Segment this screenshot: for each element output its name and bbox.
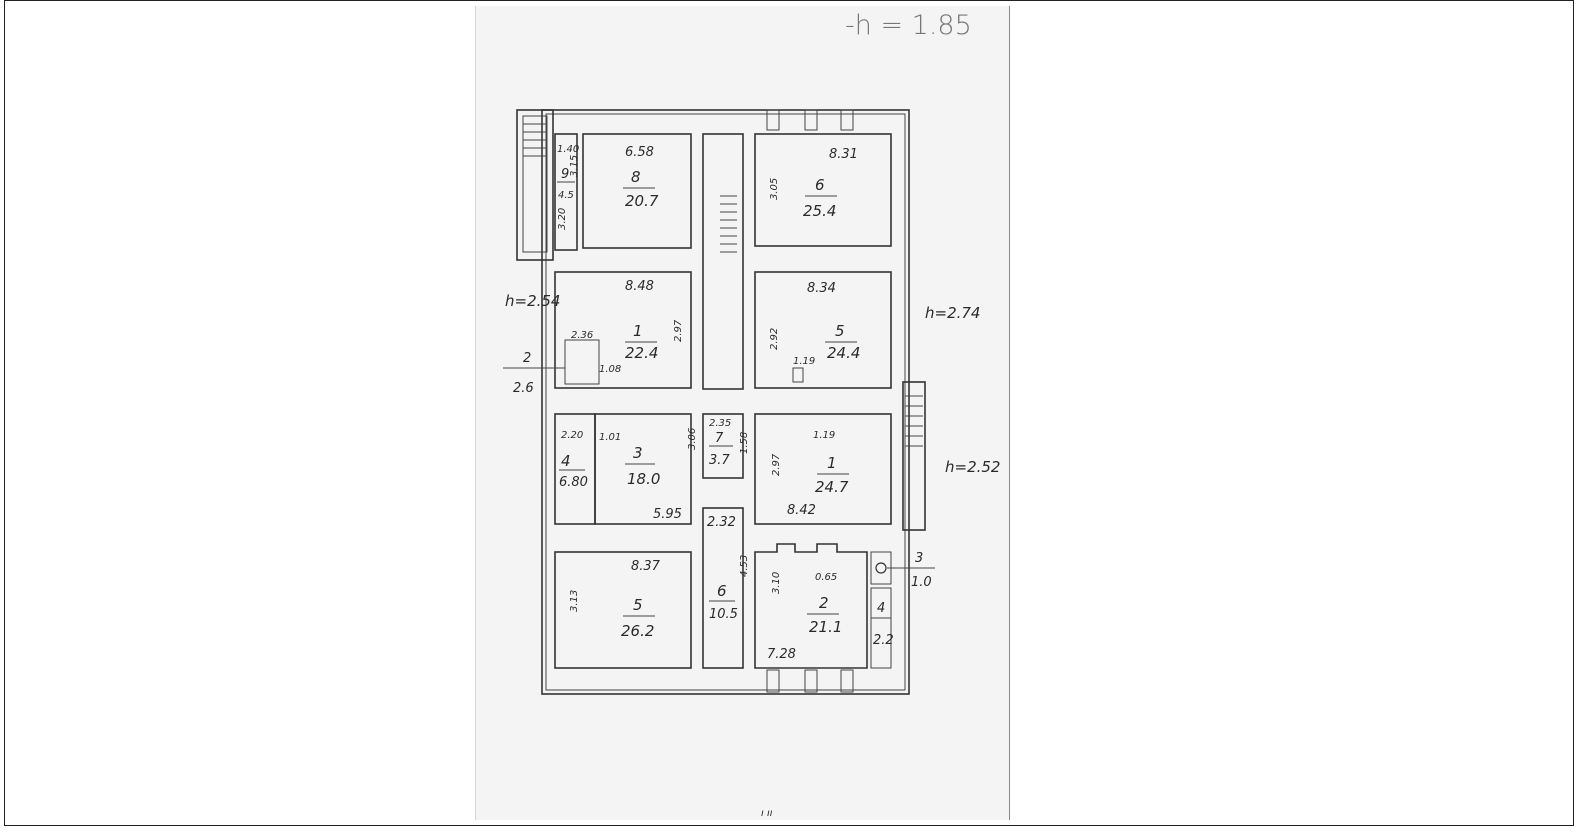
room-7c-dim-top: 2.35 [709, 418, 731, 429]
small-dim-236: 2.36 [571, 330, 593, 341]
room-5l-dim-side: 3.13 [569, 590, 580, 612]
room-1-left: 8.48 1 22.4 2.97 2.36 1.08 [554, 271, 692, 389]
room-5-right: 8.34 5 24.4 2.92 1.19 [754, 271, 892, 389]
room-6r-area: 25.4 [803, 202, 836, 220]
room-9-dim-top: 1.40 [557, 144, 579, 155]
room-3l-dim-side: 3.06 [687, 428, 698, 450]
room-3r-number: 3 [915, 551, 923, 566]
room-1l-area: 22.4 [625, 344, 658, 362]
room-2r-number: 2 [819, 594, 829, 612]
room-6-center: 2.32 6 10.5 4.53 [702, 507, 750, 669]
room-1r-dim-side: 2.97 [771, 453, 782, 476]
height-left: h=2.54 [505, 292, 560, 310]
room-5-left: 8.37 5 26.2 3.13 [554, 551, 692, 669]
room-7c-area: 3.7 [709, 453, 730, 468]
room-1r-dim-bottom: 8.42 [787, 503, 816, 518]
room-3l-dim-bottom: 5.95 [653, 507, 682, 522]
room-1-right: 1.19 1 24.7 8.42 2.97 [754, 413, 892, 525]
header-height-label: -h = 1.85 [845, 10, 972, 41]
room-6c-dim-top: 2.32 [707, 515, 736, 530]
room-4r-area: 2.2 [873, 633, 894, 648]
room-3l-area: 18.0 [627, 470, 660, 488]
room-4-left: 2.20 4 6.80 [554, 413, 596, 525]
small-dim-101: 1.01 [599, 432, 621, 443]
small-dim-119a: 1.19 [793, 356, 815, 367]
room-2-right: 0.65 2 21.1 7.28 3.10 [754, 543, 868, 669]
room-5r-dim-side: 2.92 [769, 328, 780, 350]
room-3l-number: 3 [633, 444, 643, 462]
room-2r-dim-side: 3.10 [771, 572, 782, 594]
room-2l-area: 2.6 [513, 381, 534, 396]
window-marks [766, 109, 854, 693]
room-6r-dim-side: 3.05 [769, 178, 780, 200]
room-4l-number: 4 [561, 452, 571, 470]
small-dim-108: 1.08 [599, 364, 621, 375]
room-7c-dim-side: 1.58 [739, 432, 750, 454]
small-dim-119b: 1.19 [813, 430, 835, 441]
room-8-area: 20.7 [625, 192, 659, 210]
room-8: 6.58 8 20.7 3.15 [569, 133, 692, 249]
room-4l-area: 6.80 [559, 475, 588, 490]
room-3-left: 3 18.0 5.95 3.06 1.01 [594, 413, 698, 525]
room-4l-dim-top: 2.20 [561, 430, 583, 441]
room-9-number: 9 [561, 167, 569, 182]
room-1r-number: 1 [827, 454, 837, 472]
left-porch [516, 109, 554, 261]
room-9-area: 4.5 [558, 190, 574, 201]
room-3r-area: 1.0 [911, 575, 932, 590]
room-5r-dim-top: 8.34 [807, 281, 836, 296]
room-5r-area: 24.4 [827, 344, 860, 362]
room-2l-number: 2 [523, 351, 531, 366]
room-1l-dim-top: 8.48 [625, 279, 654, 294]
room-2r-dim-bottom: 7.28 [767, 647, 796, 662]
room-5l-area: 26.2 [621, 622, 654, 640]
room-8-number: 8 [631, 168, 641, 186]
height-right-top: h=2.74 [925, 304, 980, 322]
room-2r-area: 21.1 [809, 618, 842, 636]
room-6c-area: 10.5 [709, 607, 738, 622]
central-stair [702, 133, 744, 390]
room-6c-dim-side: 4.53 [739, 555, 750, 577]
room-6r-dim-top: 8.31 [829, 147, 858, 162]
right-porch [902, 381, 926, 531]
room-5l-dim-top: 8.37 [631, 559, 661, 574]
room-5l-number: 5 [633, 596, 643, 614]
room-1l-dim-side: 2.97 [673, 319, 684, 342]
room-7c-number: 7 [715, 431, 724, 446]
room-9-dim-side: 3.20 [557, 208, 568, 230]
room-4-right: 4 2.2 [870, 587, 894, 669]
room-3-right-callout: 3 1.0 [870, 551, 935, 590]
height-right-mid: h=2.52 [945, 458, 1000, 476]
small-dim-065: 0.65 [815, 572, 837, 583]
outer-walls [541, 109, 910, 695]
room-2-left-callout: 2 2.6 [503, 351, 565, 396]
floor-plan: -h = 1.85 [503, 10, 1000, 819]
room-1r-area: 24.7 [815, 478, 849, 496]
room-9: 1.40 9 4.5 3.20 [554, 133, 579, 251]
viewport-frame [4, 0, 1574, 826]
room-5r-number: 5 [835, 322, 845, 340]
room-6-right: 8.31 6 25.4 3.05 [754, 133, 892, 247]
room-8-dim-side: 3.15 [569, 155, 580, 177]
room-4r-number: 4 [877, 601, 885, 616]
footer-mark: ı ıı [761, 808, 773, 819]
room-7-center: 2.35 7 3.7 1.58 [702, 413, 750, 479]
room-6c-number: 6 [717, 582, 727, 600]
room-8-dim-top: 6.58 [625, 145, 654, 160]
room-6r-number: 6 [815, 176, 825, 194]
room-1l-number: 1 [633, 322, 643, 340]
